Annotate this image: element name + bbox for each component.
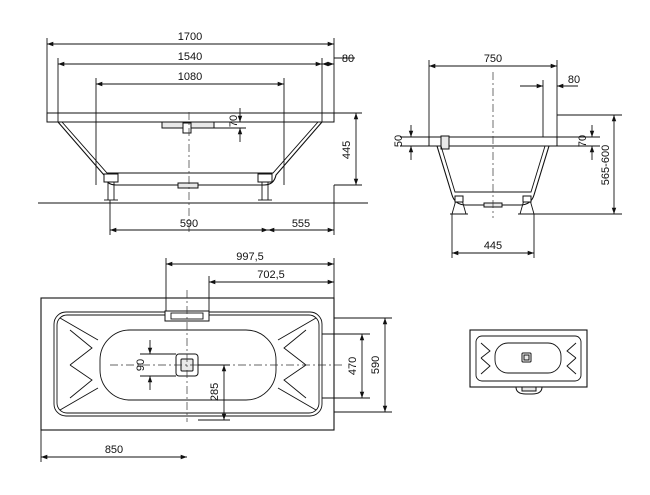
plan-view: 997,5 702,5 90 285 470 590 850: [40, 251, 392, 462]
dim-plan-overflow-position: 702,5: [257, 269, 285, 281]
dim-end-rim-height: 50: [393, 135, 405, 147]
side-right-foot: [257, 173, 273, 201]
dim-side-total-length: 1700: [178, 31, 202, 43]
dim-end-outer-width: 750: [484, 53, 502, 65]
plan-pattern-left: [59, 317, 99, 411]
dim-side-inner-length: 1540: [178, 51, 202, 63]
thumb-floor: [494, 342, 562, 374]
side-waste-fitting: [177, 182, 199, 189]
end-view: 750 80 50 70 565-600 445: [393, 53, 622, 258]
dim-side-floor-length: 1080: [178, 71, 202, 83]
dim-side-overflow-height: 70: [228, 115, 240, 127]
dim-end-rim-width: 80: [568, 74, 580, 86]
dim-end-total-height: 565-600: [600, 145, 612, 185]
plan-outer-rim: [40, 297, 335, 431]
end-left-foot: [450, 195, 468, 215]
dim-plan-outer-width: 590: [370, 356, 382, 374]
dim-plan-waste-size: 90: [135, 359, 147, 371]
side-view: 1700 1540 1080 80 70 445 590 555: [38, 31, 368, 235]
side-rim: [46, 112, 335, 123]
dim-end-overflow-height: 70: [577, 135, 589, 147]
plan-thumbnail: [469, 329, 588, 395]
side-left-foot: [103, 173, 119, 201]
dim-plan-inner-width: 470: [347, 357, 359, 375]
dim-plan-waste-from-side: 285: [209, 383, 221, 401]
thumb-inner-well: [475, 335, 582, 382]
dim-side-waste-offset: 590: [180, 218, 198, 230]
end-overflow-fitting: [440, 135, 450, 150]
plan-pattern-right: [277, 317, 317, 411]
dim-side-foot-offset: 555: [292, 218, 310, 230]
dim-plan-waste-position: 997,5: [236, 251, 264, 263]
dim-end-foot-span: 445: [484, 240, 502, 252]
end-right-foot: [518, 195, 536, 215]
dim-side-height: 445: [341, 141, 353, 159]
dim-side-rim-width: 80: [342, 53, 354, 65]
dim-plan-waste-from-end: 850: [105, 444, 123, 456]
